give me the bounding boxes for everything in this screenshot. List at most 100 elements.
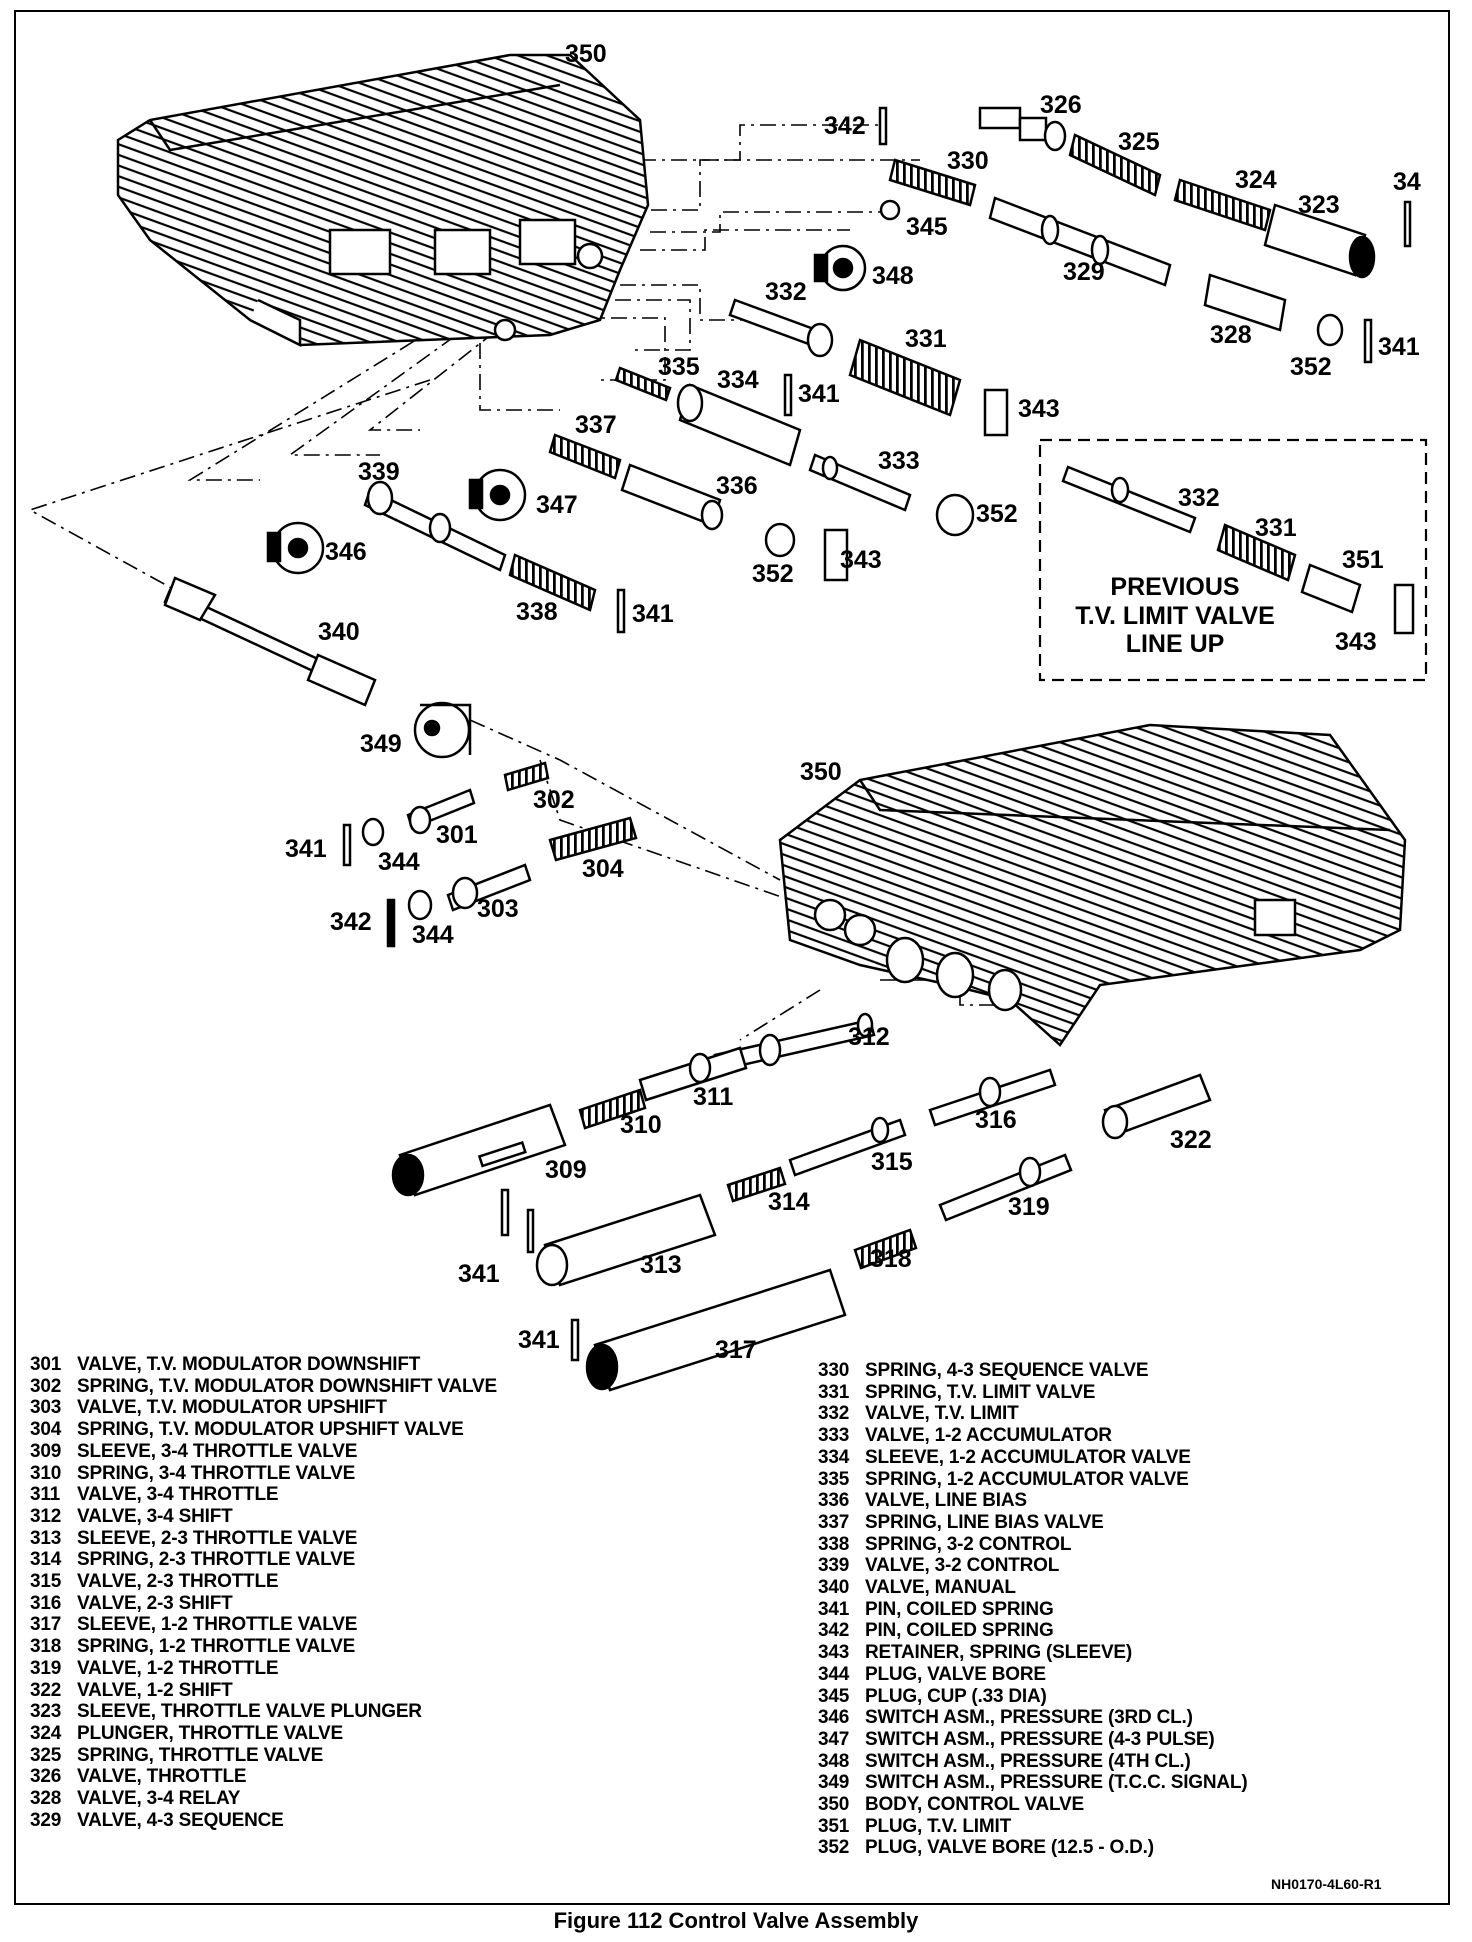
legend-part-number: 342 <box>818 1620 850 1642</box>
callout-343: 343 <box>1335 628 1377 656</box>
legend-part-number: 326 <box>30 1766 62 1788</box>
legend-part-description: VALVE, T.V. MODULATOR UPSHIFT <box>77 1397 387 1419</box>
legend-part-number: 330 <box>818 1360 850 1381</box>
callout-330: 330 <box>947 147 989 175</box>
legend-part-number: 323 <box>30 1701 62 1723</box>
callout-341: 341 <box>798 380 840 408</box>
legend-part-description: SPRING, T.V. MODULATOR DOWNSHIFT VALVE <box>77 1375 497 1397</box>
legend-part-number: 317 <box>30 1614 62 1636</box>
legend-part-description: SWITCH ASM., PRESSURE (T.C.C. SIGNAL) <box>865 1772 1248 1794</box>
legend-part-number: 331 <box>818 1381 850 1403</box>
legend-part-number: 328 <box>30 1788 62 1810</box>
legend-part-number: 341 <box>818 1598 850 1620</box>
legend-part-description: SLEEVE, 1-2 THROTTLE VALVE <box>77 1614 358 1636</box>
callout-319: 319 <box>1008 1193 1050 1221</box>
legend-row: 340 VALVE, MANUAL <box>818 1577 1247 1599</box>
legend-part-number: 344 <box>818 1663 850 1685</box>
legend-part-description: SPRING, 3-4 THROTTLE VALVE <box>77 1462 356 1484</box>
legend-row: 342 PIN, COILED SPRING <box>818 1620 1247 1642</box>
callout-352: 352 <box>1290 353 1332 381</box>
legend-part-number: 348 <box>818 1750 850 1772</box>
callout-326: 326 <box>1040 91 1082 119</box>
callout-303: 303 <box>477 895 519 923</box>
legend-part-number: 349 <box>818 1772 850 1794</box>
callout-310: 310 <box>620 1111 662 1139</box>
callout-309: 309 <box>545 1156 587 1184</box>
callout-342: 342 <box>824 112 866 140</box>
legend-part-description: SPRING, 3-2 CONTROL <box>865 1533 1072 1555</box>
inset-line-3: LINE UP <box>1126 630 1225 658</box>
legend-part-description: SPRING, THROTTLE VALVE <box>77 1744 324 1766</box>
callout-344: 344 <box>412 921 454 949</box>
callout-323: 323 <box>1298 191 1340 219</box>
callout-352: 352 <box>976 500 1018 528</box>
callout-328: 328 <box>1210 321 1252 349</box>
callout-322: 322 <box>1170 1126 1212 1154</box>
callout-317: 317 <box>715 1336 757 1364</box>
legend-part-description: SLEEVE, THROTTLE VALVE PLUNGER <box>77 1701 422 1723</box>
legend-part-description: PIN, COILED SPRING <box>865 1620 1054 1642</box>
legend-part-number: 311 <box>30 1484 61 1506</box>
parts-control-train <box>163 480 626 707</box>
legend-part-number: 318 <box>30 1636 62 1658</box>
legend-part-description: SPRING, 2-3 THROTTLE VALVE <box>77 1549 356 1571</box>
control-valve-body-lower <box>778 723 1407 1047</box>
callout-341: 341 <box>458 1260 500 1288</box>
legend-part-number: 346 <box>818 1707 850 1729</box>
callout-346: 346 <box>325 538 367 566</box>
legend-part-description: VALVE, 3-4 RELAY <box>77 1788 241 1810</box>
callout-325: 325 <box>1118 128 1160 156</box>
legend-part-description: SWITCH ASM., PRESSURE (3RD CL.) <box>865 1707 1193 1729</box>
callout-351: 351 <box>1342 546 1384 574</box>
callout-342: 342 <box>330 908 372 936</box>
legend-part-description: VALVE, T.V. LIMIT <box>865 1403 1019 1425</box>
callout-304: 304 <box>582 855 624 883</box>
legend-part-description: PLUG, CUP (.33 DIA) <box>865 1685 1047 1707</box>
legend-part-number: 329 <box>30 1809 62 1831</box>
legend-row: 317 SLEEVE, 1-2 THROTTLE VALVE <box>30 1614 497 1636</box>
legend-part-number: 324 <box>30 1722 62 1744</box>
callout-334: 334 <box>717 366 759 394</box>
legend-part-description: SPRING, 4-3 SEQUENCE VALVE <box>865 1360 1149 1381</box>
callout-313: 313 <box>640 1251 682 1279</box>
callout-332: 332 <box>765 278 807 306</box>
legend-part-number: 343 <box>818 1642 850 1664</box>
parts-throttle-train <box>878 106 1412 364</box>
callout-340: 340 <box>318 618 360 646</box>
legend-part-number: 340 <box>818 1577 850 1599</box>
callout-343: 343 <box>1018 395 1060 423</box>
legend-row: 329 VALVE, 4-3 SEQUENCE <box>30 1810 497 1832</box>
callout-324: 324 <box>1235 166 1277 194</box>
legend-part-description: VALVE, 3-4 SHIFT <box>77 1505 233 1527</box>
legend-part-number: 304 <box>30 1419 62 1441</box>
legend-part-description: VALVE, 4-3 SEQUENCE <box>77 1809 284 1831</box>
legend-part-description: VALVE, MANUAL <box>865 1577 1016 1599</box>
callout-338: 338 <box>516 598 558 626</box>
legend-part-number: 337 <box>818 1511 850 1533</box>
